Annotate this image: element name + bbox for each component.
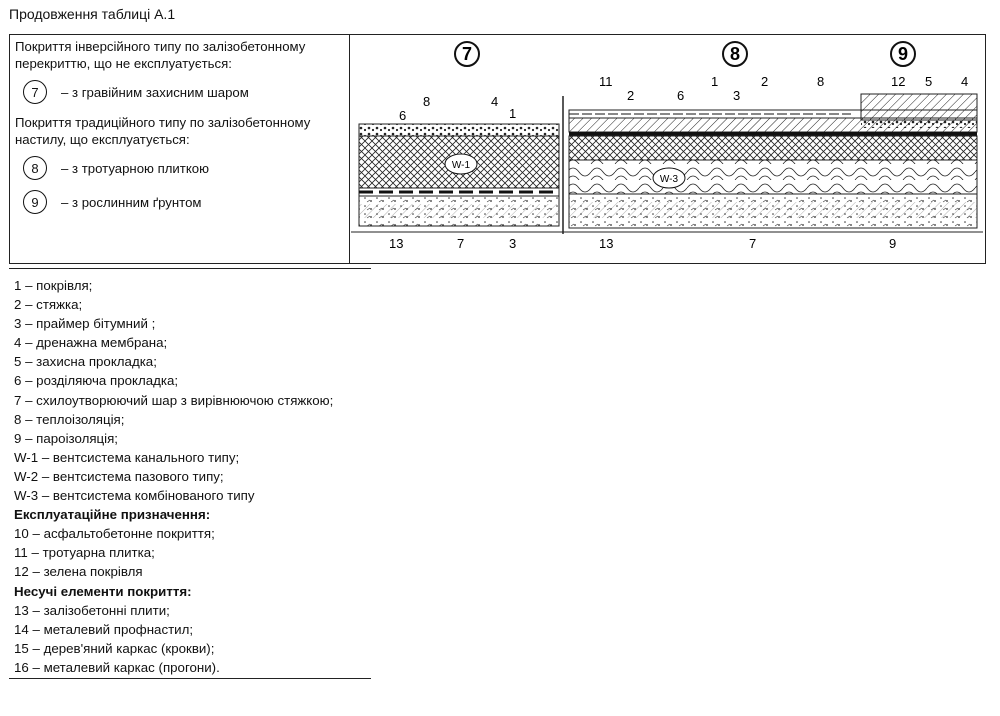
divider — [9, 678, 371, 679]
callout: 11 — [599, 74, 613, 89]
legend-item: 13 – залізобетонні плити; — [14, 602, 170, 618]
table-caption: Продовження таблиці А.1 — [9, 6, 176, 22]
callout: 8 — [423, 94, 430, 109]
callout: 3 — [733, 88, 740, 103]
callout: 6 — [399, 108, 406, 123]
callout: 8 — [817, 74, 824, 89]
callout: 1 — [711, 74, 718, 89]
callout: 1 — [509, 106, 516, 121]
callout: 2 — [627, 88, 634, 103]
legend-list: 1 – покрівля; 2 – стяжка; 3 – праймер бі… — [14, 276, 333, 677]
callout: 12 — [891, 74, 905, 89]
section-7: 7 W-1 — [358, 41, 560, 227]
variant-9: 9 – з рослинним ґрунтом — [23, 190, 344, 214]
legend-item: 8 – теплоізоляція; — [14, 411, 125, 427]
variant-8: 8 – з тротуарною плиткою — [23, 156, 344, 180]
variant-text: – з рослинним ґрунтом — [61, 194, 202, 210]
legend-heading: Несучі елементи покриття: — [14, 583, 192, 599]
callout: 7 — [749, 236, 756, 251]
callout: 5 — [925, 74, 932, 89]
callout: 2 — [761, 74, 768, 89]
callout-labels: 6 8 4 1 13 7 3 11 2 6 1 3 2 8 13 7 9 12 … — [389, 74, 968, 251]
callout: 13 — [599, 236, 613, 251]
legend-item: 14 – металевий профнастил; — [14, 621, 194, 637]
legend-item: 7 – схилоутворюючий шар з вирівнюючою ст… — [14, 392, 334, 408]
legend-item: W-3 – вентсистема комбінованого типу — [14, 488, 255, 504]
legend-item: 3 – праймер бітумний ; — [14, 316, 156, 332]
legend-item: 9 – пароізоляція; — [14, 430, 118, 446]
variant-number-badge: 8 — [23, 156, 47, 180]
section-number: 9 — [898, 44, 908, 64]
legend-item: 16 – металевий каркас (прогони). — [14, 659, 220, 675]
legend-heading: Експлуатаційне призначення: — [14, 507, 211, 523]
legend-item: 12 – зелена покрівля — [14, 564, 143, 580]
callout: 13 — [389, 236, 403, 251]
callout: 9 — [889, 236, 896, 251]
legend-item: W-2 – вентсистема пазового типу; — [14, 468, 224, 484]
callout: 6 — [677, 88, 684, 103]
variant-number-badge: 9 — [23, 190, 47, 214]
callout: 7 — [457, 236, 464, 251]
legend-item: 6 – розділяюча прокладка; — [14, 373, 179, 389]
section-number: 8 — [730, 44, 740, 64]
legend-item: 11 – тротуарна плитка; — [14, 545, 155, 561]
callout: 3 — [509, 236, 516, 251]
variant-text: – з тротуарною плиткою — [61, 160, 209, 176]
callout: 4 — [491, 94, 498, 109]
legend-item: 4 – дренажна мембрана; — [14, 335, 168, 351]
roof-variants-frame: Покриття інверсійного типу по залізобето… — [9, 34, 986, 264]
legend-item: 5 – захисна прокладка; — [14, 354, 157, 370]
section-8-9: 8 9 W-3 — [568, 41, 978, 229]
legend-item: 1 – покрівля; — [14, 278, 93, 293]
variants-description: Покриття інверсійного типу по залізобето… — [10, 35, 350, 263]
variant-number-badge: 7 — [23, 80, 47, 104]
callout: 4 — [961, 74, 968, 89]
w3-label: W-3 — [660, 174, 679, 185]
variant-7: 7 – з гравійним захисним шаром — [23, 80, 344, 104]
variant-text: – з гравійним захисним шаром — [61, 84, 249, 100]
section-number: 7 — [462, 44, 472, 64]
legend-item: 10 – асфальтобетонне покриття; — [14, 526, 215, 542]
w1-label: W-1 — [452, 160, 471, 171]
inverse-roof-text: Покриття інверсійного типу по залізобето… — [15, 39, 306, 71]
legend-item: 15 – дерев'яний каркас (крокви); — [14, 640, 215, 656]
roof-section-drawing: 7 W-1 8 9 W-3 6 8 4 1 13 7 3 — [351, 41, 983, 251]
legend-item: 2 – стяжка; — [14, 297, 83, 313]
traditional-roof-text: Покриття традиційного типу по залізобето… — [15, 115, 311, 147]
legend-item: W-1 – вентсистема канального типу; — [14, 449, 240, 465]
divider — [9, 268, 371, 269]
